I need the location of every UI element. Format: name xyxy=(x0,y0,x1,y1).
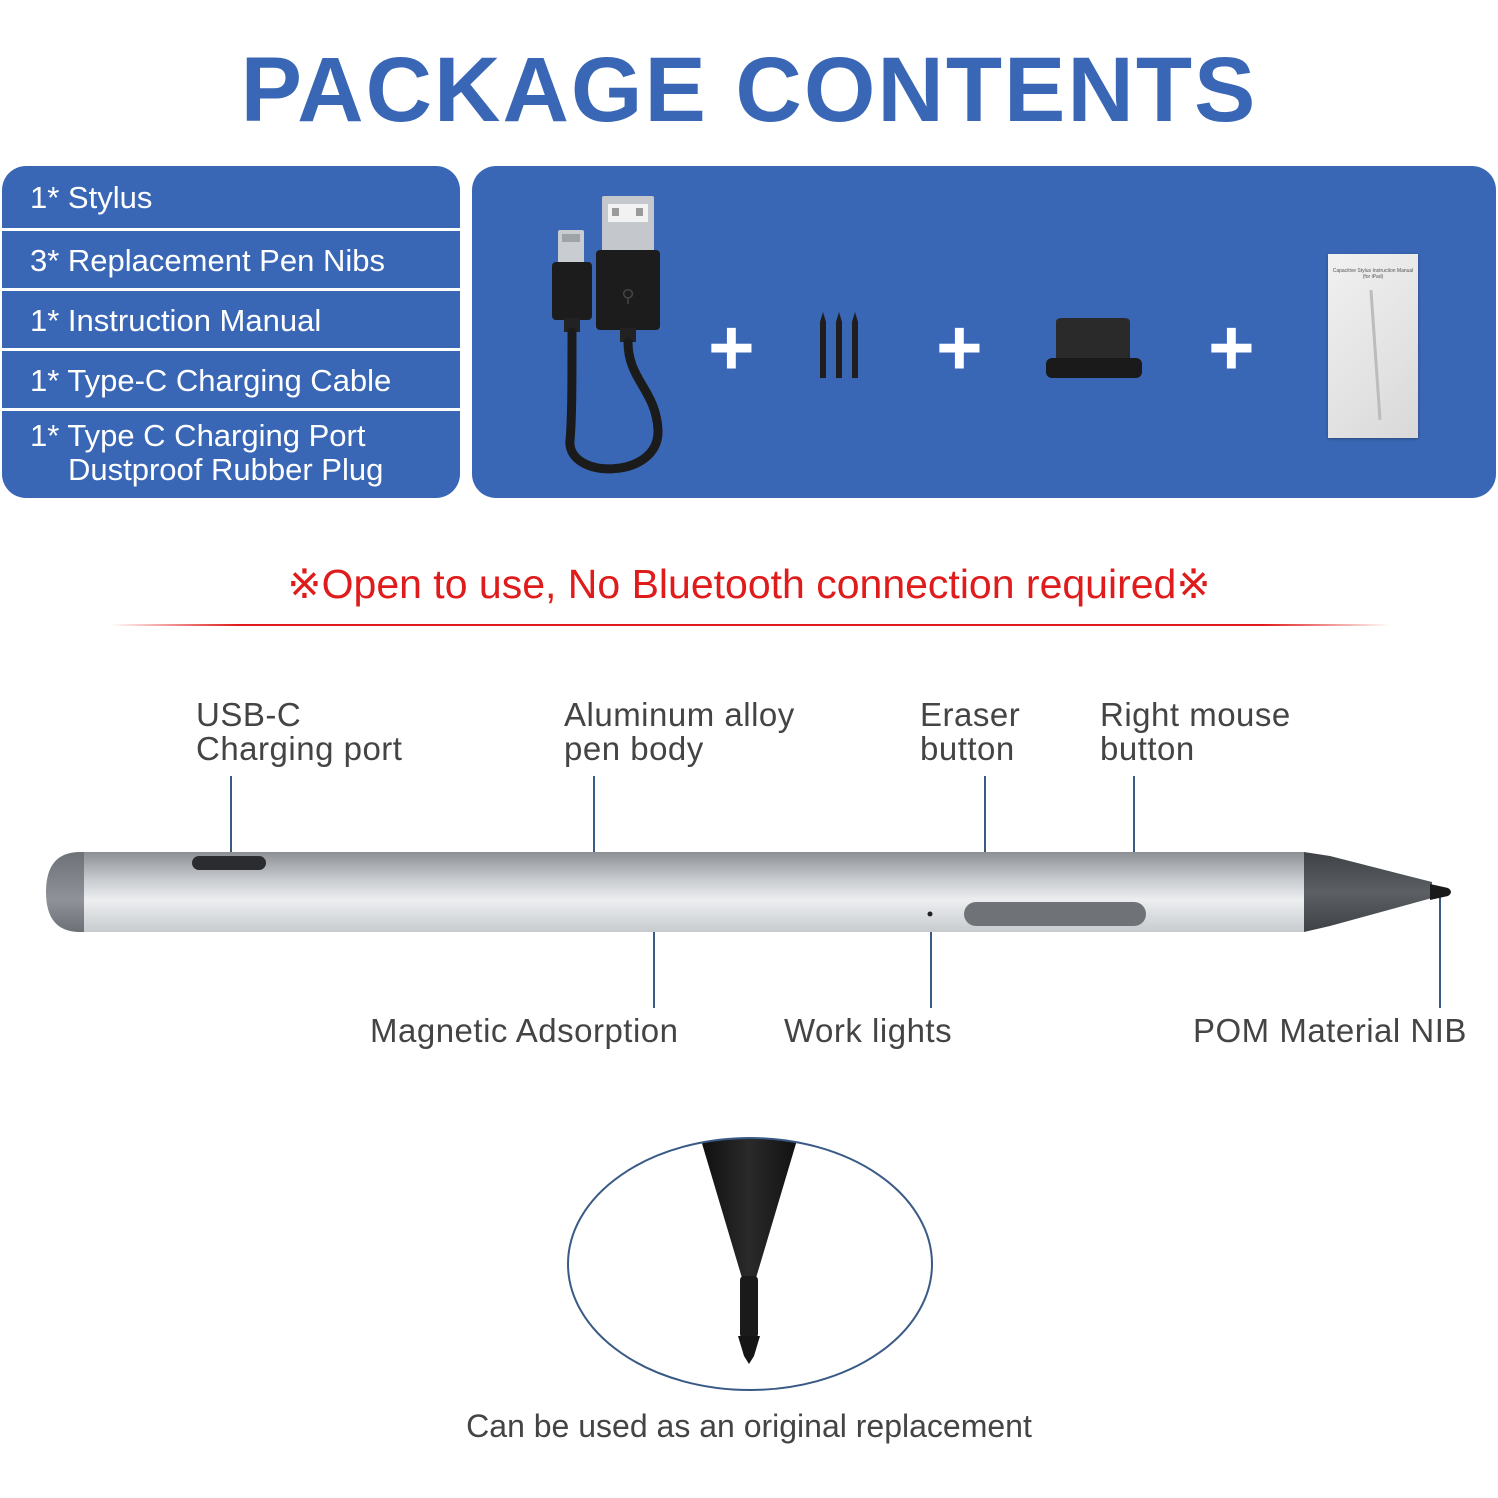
list-item-plug-line1: 1* Type C Charging Port xyxy=(30,418,366,453)
callout-magnetic-adsorption: Magnetic Adsorption xyxy=(370,1012,679,1049)
callout-eraser-button: Eraser button xyxy=(920,696,1021,767)
page-title: PACKAGE CONTENTS xyxy=(240,39,1258,141)
list-item-plug-line2: Dustproof Rubber Plug xyxy=(68,452,384,487)
leader-line xyxy=(653,920,655,1008)
callout-pom-nib: POM Material NIB xyxy=(1193,1012,1467,1049)
svg-text:⚲: ⚲ xyxy=(621,286,634,307)
leader-line xyxy=(930,918,932,1008)
leader-line xyxy=(593,776,595,874)
package-contents-list: 1* Stylus 3* Replacement Pen Nibs 1* Ins… xyxy=(2,166,460,498)
callout-work-lights: Work lights xyxy=(784,1012,953,1049)
list-item-plug: 1* Type C Charging Port Dustproof Rubber… xyxy=(2,419,460,487)
plus-icon: + xyxy=(1208,303,1255,392)
leader-line xyxy=(230,776,232,860)
nib-closeup-image xyxy=(567,1137,933,1391)
usb-cable-image: ⚲ xyxy=(552,196,663,474)
plus-icon: + xyxy=(708,303,755,392)
callout-usb-c: USB-C Charging port xyxy=(196,696,403,767)
divider xyxy=(2,228,460,231)
callout-pen-body: Aluminum alloy pen body xyxy=(564,696,795,767)
replacement-nibs-image xyxy=(820,312,858,378)
caption-text: Can be used as an original replacement xyxy=(466,1408,1032,1444)
list-item-nibs: 3* Replacement Pen Nibs xyxy=(30,243,385,278)
divider xyxy=(2,408,460,411)
product-contents-panel: ⚲ + + + Capacitive Stylus Instruction Ma… xyxy=(472,166,1496,498)
list-item-cable: 1* Type-C Charging Cable xyxy=(30,363,392,398)
manual-cover-text: Capacitive Stylus Instruction Manual xyxy=(1332,268,1414,274)
list-item-stylus: 1* Stylus xyxy=(30,180,153,215)
plus-icon: + xyxy=(936,303,983,392)
notice-underline xyxy=(110,624,1390,626)
instruction-manual-image: Capacitive Stylus Instruction Manual (fo… xyxy=(1328,254,1418,438)
list-item-manual: 1* Instruction Manual xyxy=(30,303,322,338)
manual-cover-subtext: (for iPad) xyxy=(1362,274,1384,280)
leader-line xyxy=(984,776,986,912)
divider xyxy=(2,288,460,291)
rubber-plug-image xyxy=(1046,318,1142,378)
callout-right-mouse-button: Right mouse button xyxy=(1100,696,1291,767)
leader-line xyxy=(1133,776,1135,912)
manual-stylus-drawing xyxy=(1369,290,1382,420)
divider xyxy=(2,348,460,351)
stylus-image xyxy=(46,852,1451,932)
notice-text: ※Open to use, No Bluetooth connection re… xyxy=(287,561,1211,607)
leader-line xyxy=(1439,896,1441,1008)
